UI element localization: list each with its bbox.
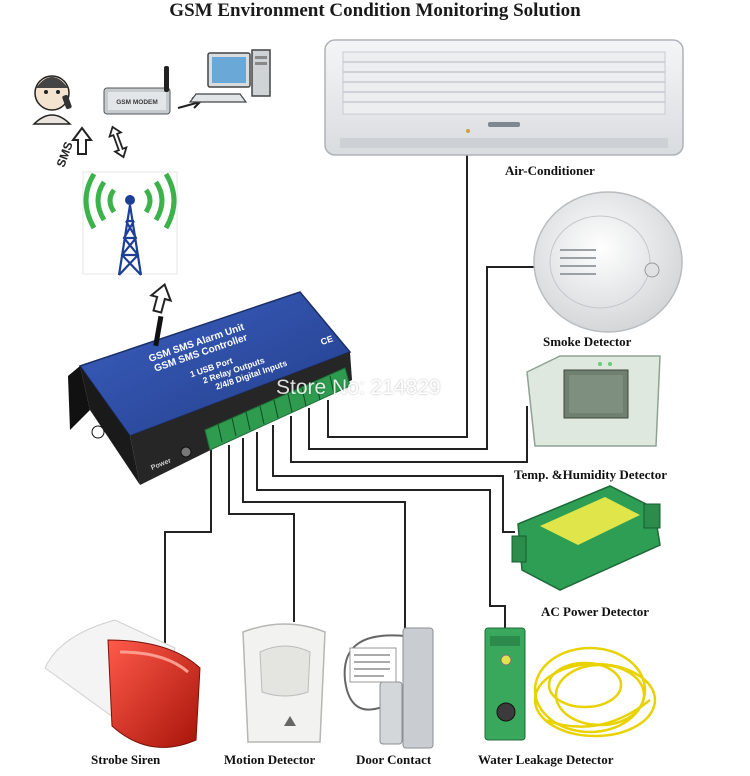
label-water-leakage: Water Leakage Detector — [478, 752, 614, 767]
label-door-contact: Door Contact — [356, 752, 432, 767]
air-conditioner-device — [324, 39, 684, 156]
person-icon — [32, 75, 72, 125]
ac-power-detector-device — [511, 485, 661, 591]
label-strobe-siren: Strobe Siren — [91, 752, 161, 767]
wire-ac-power — [272, 425, 515, 533]
smoke-detector-device — [533, 191, 683, 333]
tower-up-arrow-icon — [149, 282, 173, 314]
sms-up-arrow-icon — [71, 126, 93, 155]
gsm-tower-icon — [82, 171, 178, 276]
gsm-modem-icon: GSM MODEM — [103, 66, 171, 115]
wire-door-contact — [242, 438, 406, 628]
label-air-conditioner: Air-Conditioner — [505, 163, 595, 178]
wire-motion-detector — [228, 445, 295, 622]
door-contact-device — [343, 627, 434, 749]
bidirectional-arrow-icon — [108, 125, 128, 159]
label-motion-detector: Motion Detector — [224, 752, 316, 767]
modem-label: GSM MODEM — [116, 99, 158, 106]
wire-water-leakage — [256, 432, 506, 628]
label-temp-humidity: Temp. &Humidity Detector — [514, 467, 667, 482]
label-ac-power: AC Power Detector — [541, 604, 650, 619]
ce-mark: CE — [319, 333, 334, 347]
wire-temp-humidity — [290, 406, 528, 463]
strobe-siren-device — [44, 619, 201, 748]
wiring — [164, 152, 538, 645]
motion-detector-device — [242, 623, 326, 743]
sms-label: SMS — [54, 140, 76, 169]
computer-icon — [188, 49, 271, 103]
wire-air-conditioner — [327, 152, 468, 438]
temp-humidity-device — [526, 355, 661, 447]
label-smoke-detector: Smoke Detector — [543, 334, 632, 349]
wire-strobe-siren — [164, 450, 212, 645]
diagram-title: GSM Environment Condition Monitoring Sol… — [169, 0, 581, 21]
store-watermark: Store No: 214829 — [276, 376, 441, 399]
wire-smoke-detector — [308, 266, 538, 450]
gsm-sms-controller: GSM SMS Alarm Unit GSM SMS Controller 1 … — [68, 291, 352, 485]
water-leakage-device — [484, 627, 657, 741]
